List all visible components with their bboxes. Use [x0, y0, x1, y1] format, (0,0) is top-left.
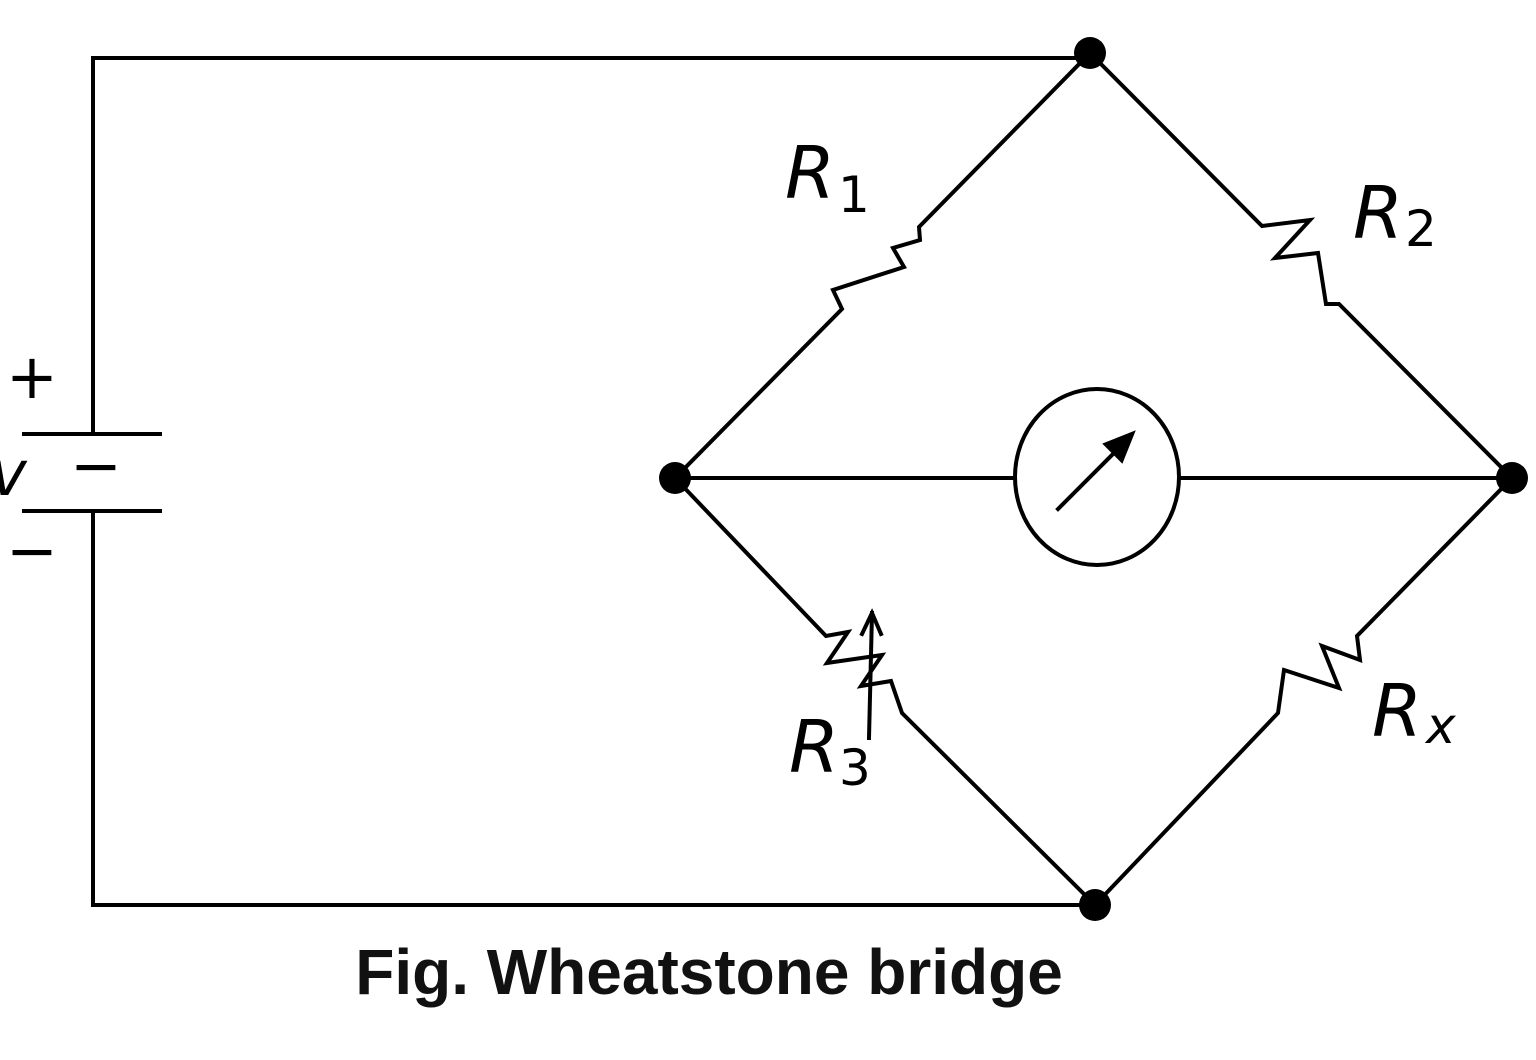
resistor-r1 — [672, 50, 1093, 481]
rx-subscript: x — [1424, 697, 1456, 755]
top-wire — [91, 56, 1092, 435]
battery-plus-label: + — [6, 340, 58, 413]
node-bottom — [1079, 889, 1111, 921]
node-top — [1074, 37, 1106, 69]
resistor-rx — [1092, 475, 1515, 908]
galvanometer — [1013, 387, 1181, 567]
battery-minus-outer-label: − — [6, 514, 58, 587]
r3-label: R — [789, 705, 839, 789]
r1-subscript: 1 — [838, 166, 870, 224]
figure-caption: Fig. Wheatstone bridge — [355, 936, 1063, 1008]
resistor-r2 — [1087, 50, 1515, 481]
r3-adjust-arrow-shaft — [866, 610, 875, 741]
r1-label: R — [785, 131, 835, 215]
r3-subscript: 3 — [839, 739, 871, 797]
r2-label: R — [1353, 171, 1403, 255]
resistor-r3 — [672, 475, 1098, 908]
r2-subscript: 2 — [1405, 200, 1437, 258]
galvanometer-needle-arrow-icon — [1102, 430, 1136, 464]
rx-label: R — [1372, 669, 1422, 753]
r3-adjust-arrow-head — [859, 608, 884, 637]
source-voltage-label: v — [0, 437, 28, 510]
node-right — [1496, 462, 1528, 494]
galvanometer-needle — [1055, 449, 1118, 512]
battery-minus-inner-label: − — [70, 429, 122, 502]
node-left — [659, 462, 691, 494]
bottom-wire — [91, 510, 1097, 907]
